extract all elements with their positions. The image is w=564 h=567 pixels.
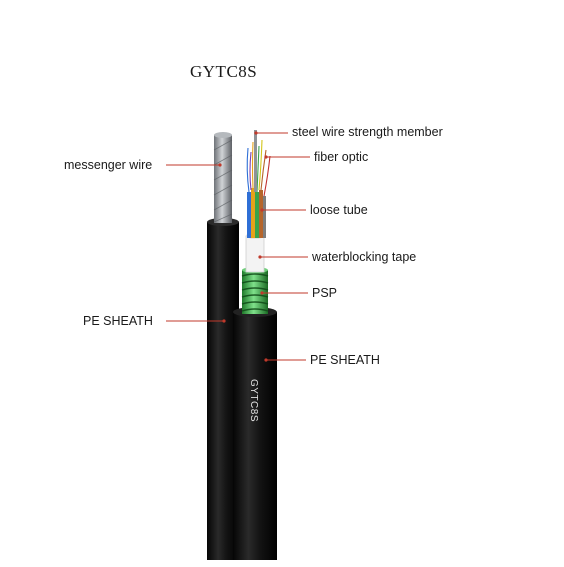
cable-print-text: GYTC8S [248,378,260,423]
messenger-sheath [207,222,239,560]
label-waterblocking-tape: waterblocking tape [312,250,417,264]
label-pe-sheath-main: PE SHEATH [310,353,380,367]
label-messenger-wire: messenger wire [64,158,153,172]
label-psp: PSP [312,286,338,300]
main-cable [233,130,277,560]
leader-lines [166,131,310,362]
label-steel-wire-strength-member: steel wire strength member [292,125,443,139]
main-pe-sheath [233,312,277,560]
steel-strength-member [254,130,257,192]
messenger-wire-strand [214,135,232,223]
label-loose-tube: loose tube [310,203,368,217]
psp-layer [242,270,268,314]
label-fiber-optic: fiber optic [314,150,369,164]
waterblocking-tape [245,235,265,273]
fiber-optics [246,139,271,197]
label-pe-sheath-messenger: PE SHEATH [83,314,153,328]
diagram-title: GYTC8S [190,62,258,81]
messenger-cable [207,132,239,560]
loose-tubes [247,188,266,238]
